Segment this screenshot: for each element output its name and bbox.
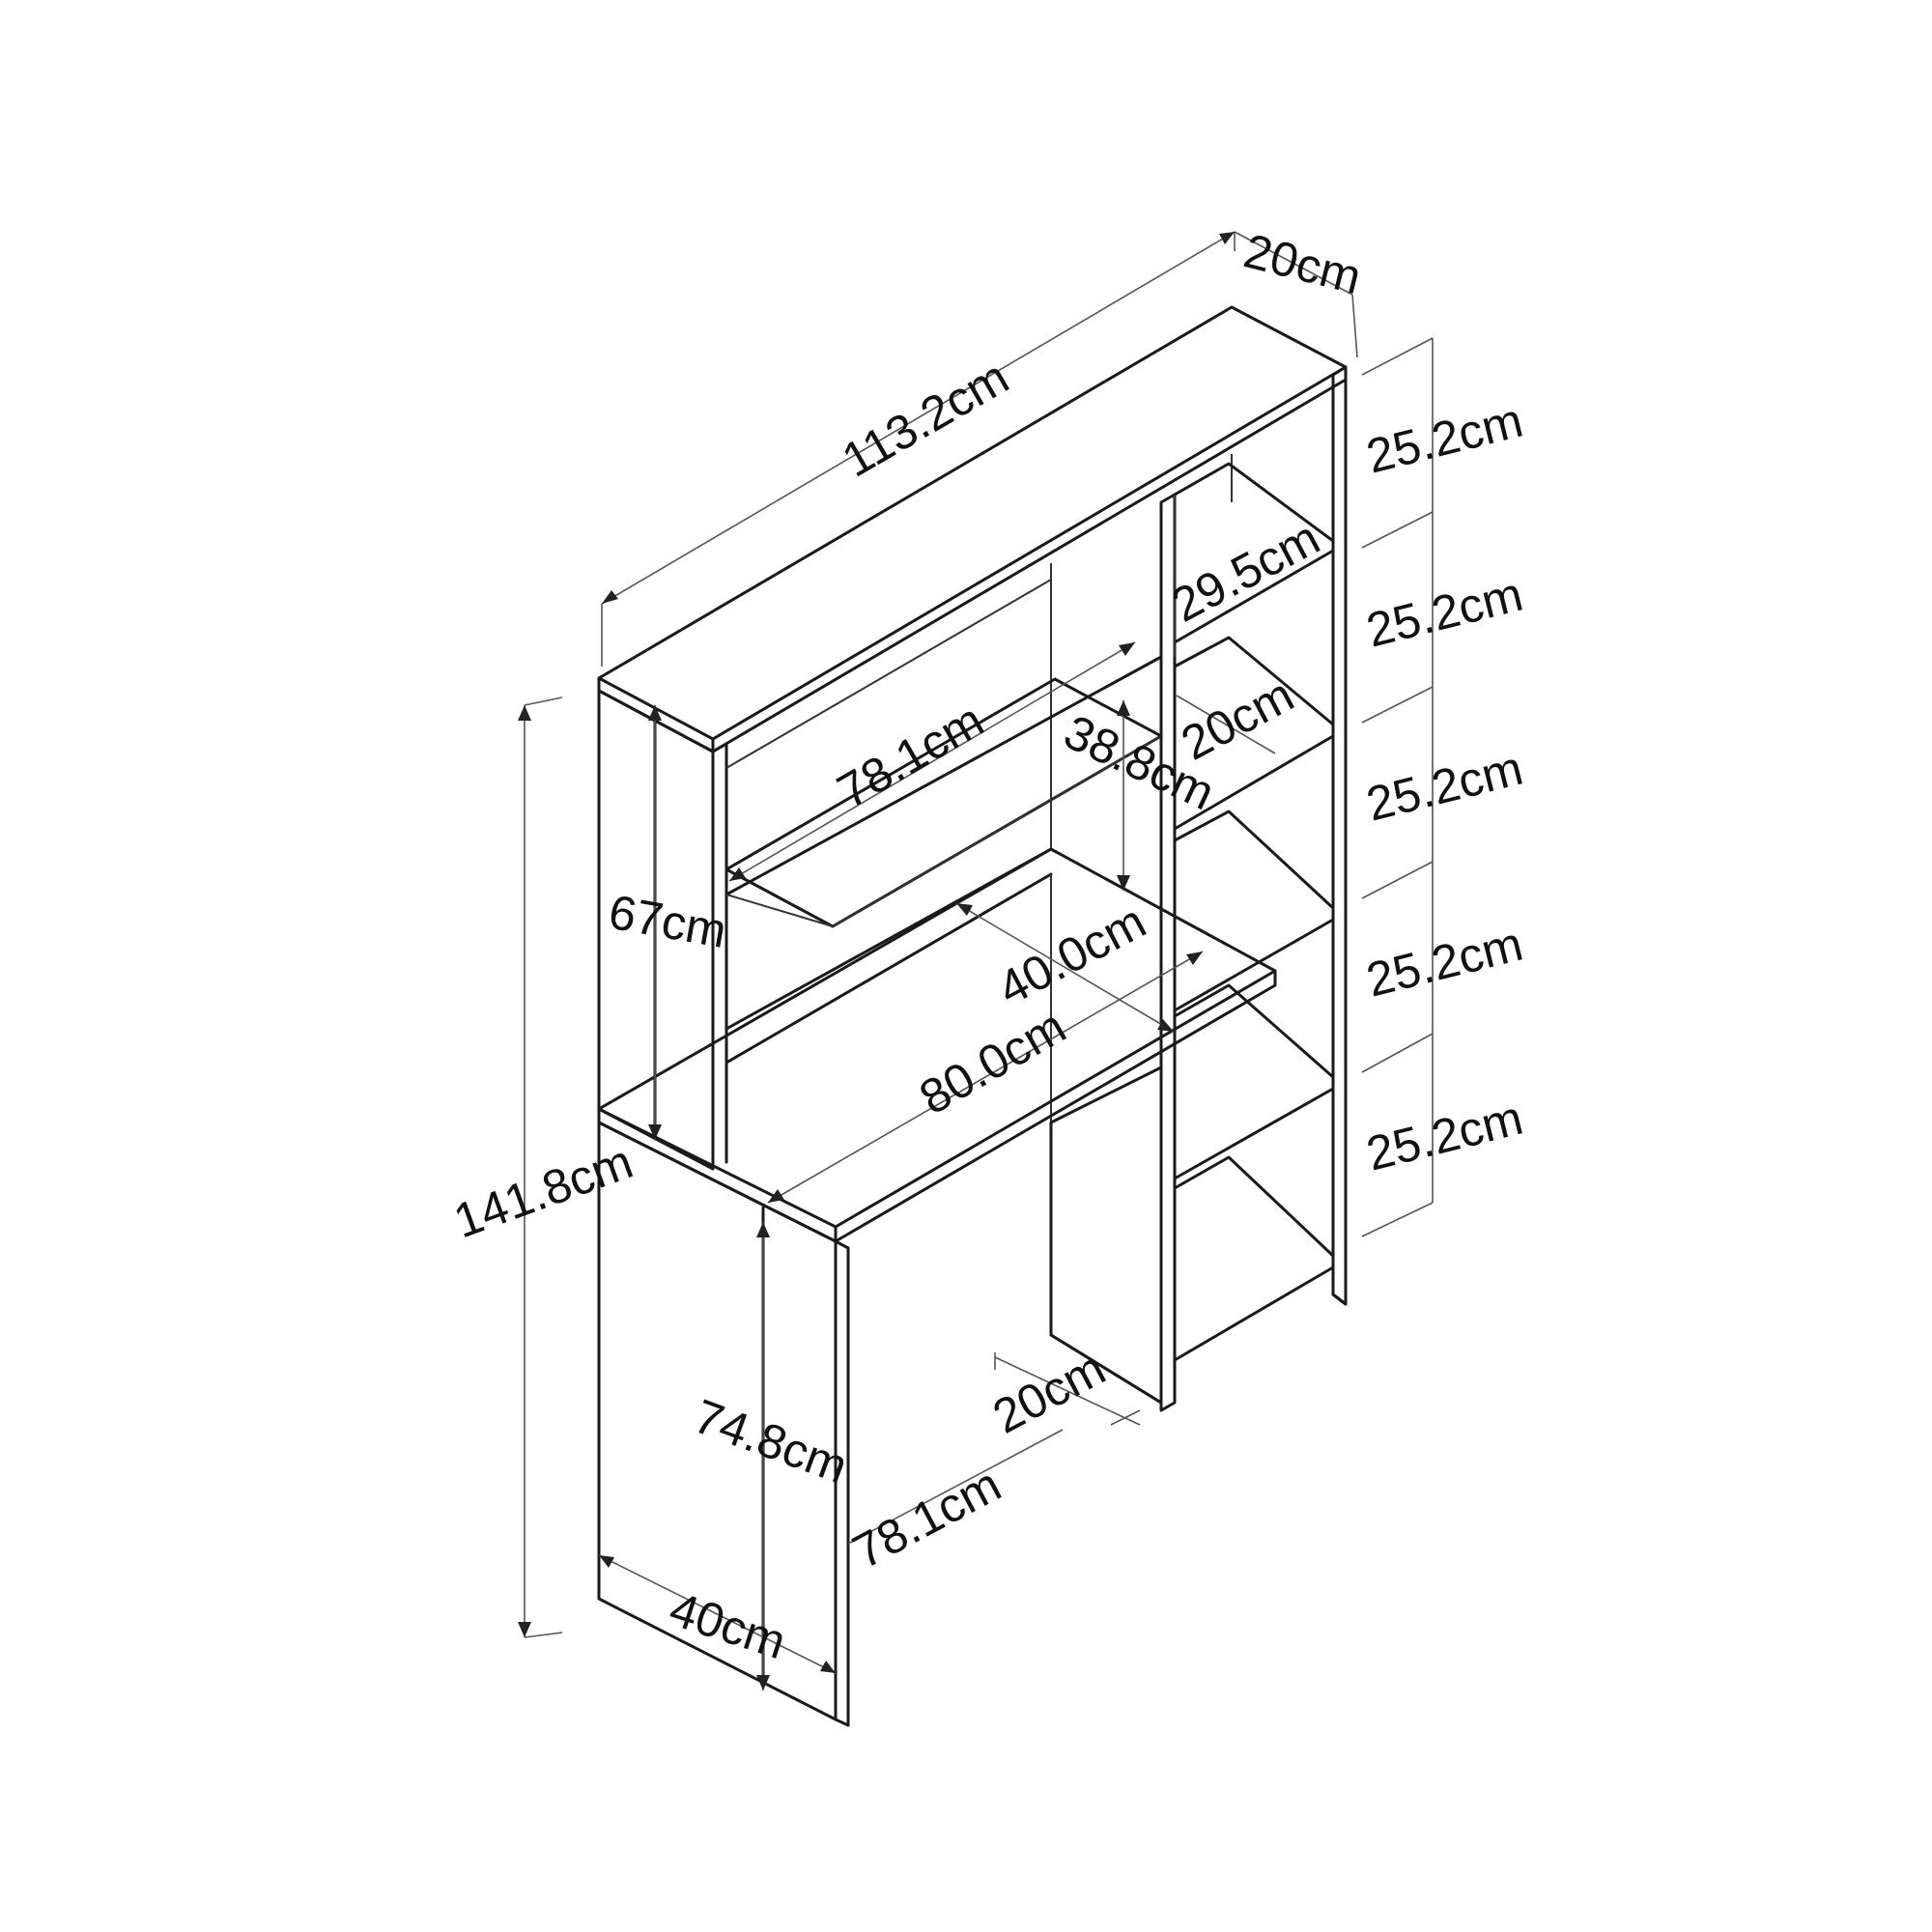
- label-desk-depth: 40.0cm: [989, 894, 1154, 1015]
- label-shelf-h4: 25.2cm: [1361, 917, 1528, 1008]
- label-desk-height: 74.8cm: [687, 1389, 854, 1494]
- bookcase-right-panel: [1331, 365, 1348, 1306]
- label-shelf-h2: 25.2cm: [1361, 567, 1528, 658]
- label-bottom-depth: 20cm: [984, 1341, 1114, 1444]
- dimension-lines: [518, 231, 1434, 1690]
- label-depth-top: 20cm: [1238, 223, 1366, 304]
- label-shelf-h3: 25.2cm: [1361, 741, 1528, 832]
- label-leg-depth: 40cm: [664, 1581, 793, 1669]
- label-shelf-h5: 25.2cm: [1361, 1091, 1528, 1181]
- bookcase-shelves: [1173, 462, 1335, 1362]
- label-shelf-depth: 20cm: [1173, 668, 1302, 771]
- label-hutch-width: 78.1cm: [829, 693, 993, 818]
- label-total-height: 141.8cm: [447, 1134, 639, 1248]
- label-shelf-width: 29.5cm: [1163, 510, 1328, 632]
- hutch-divider-panel: [1159, 493, 1177, 1412]
- label-width-top: 113.2cm: [834, 350, 1018, 488]
- dimension-labels: 20cm 113.2cm 25.2cm 25.2cm 25.2cm 25.2cm…: [447, 223, 1528, 1669]
- label-shelf-h1: 25.2cm: [1361, 393, 1528, 484]
- furniture-outline: [597, 305, 1348, 1727]
- label-bottom-width: 78.1cm: [844, 1457, 1009, 1578]
- hutch-left-panel: [597, 689, 715, 1171]
